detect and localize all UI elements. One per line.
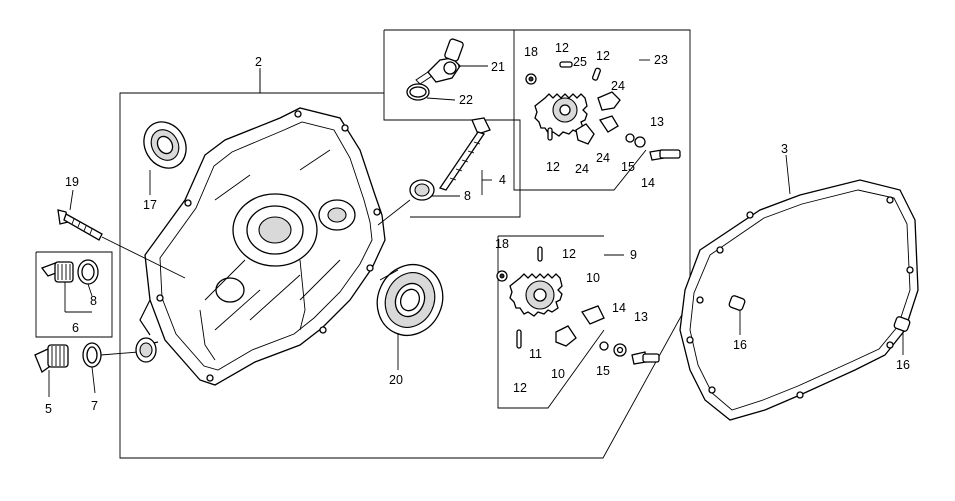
governor-assembly-9 xyxy=(496,246,660,365)
callout-5: 5 xyxy=(45,402,52,416)
callout-6: 6 xyxy=(72,321,79,335)
callout-16-left: 16 xyxy=(733,338,747,352)
callout-4: 4 xyxy=(499,173,506,187)
ball-bearing-20 xyxy=(376,264,444,336)
callout-14-upper: 14 xyxy=(641,176,655,190)
callout-23: 23 xyxy=(654,53,668,67)
oil-filler-plug-5 xyxy=(34,337,157,374)
callout-22: 22 xyxy=(459,93,473,107)
callout-13-lower: 13 xyxy=(634,310,648,324)
callout-10-upper: 10 xyxy=(586,271,600,285)
callout-17: 17 xyxy=(143,198,157,212)
callout-24-a: 24 xyxy=(611,79,625,93)
callout-16-right: 16 xyxy=(896,358,910,372)
callout-3: 3 xyxy=(781,142,788,156)
callout-8-drain: 8 xyxy=(90,294,97,308)
oil-seal-17 xyxy=(143,121,187,169)
callout-25: 25 xyxy=(573,55,587,69)
callout-12-a: 12 xyxy=(555,41,569,55)
governor-assembly-23 xyxy=(525,61,681,161)
gasket-3 xyxy=(679,179,919,421)
callout-9: 9 xyxy=(630,248,637,262)
callout-12-e: 12 xyxy=(513,381,527,395)
callout-7: 7 xyxy=(91,399,98,413)
callout-8-dipstick: 8 xyxy=(464,189,471,203)
oil-level-switch-21 xyxy=(406,38,464,101)
callout-12-d: 12 xyxy=(562,247,576,261)
dipstick-4 xyxy=(377,117,491,226)
drain-plug-6 xyxy=(40,259,99,285)
dowel-pin-16 xyxy=(728,295,911,332)
callout-11: 11 xyxy=(529,347,542,361)
callout-12-c: 12 xyxy=(546,160,560,174)
group-boundaries xyxy=(35,29,691,459)
leader-lines xyxy=(48,59,904,397)
callout-labels: 2 3 4 5 6 7 8 8 9 10 10 11 12 12 12 12 1… xyxy=(45,41,910,416)
callout-24-c: 24 xyxy=(575,162,589,176)
callout-15-lower: 15 xyxy=(596,364,610,378)
callout-10-lower: 10 xyxy=(551,367,565,381)
callout-19: 19 xyxy=(65,175,79,189)
callout-2: 2 xyxy=(255,55,262,69)
callout-24-b: 24 xyxy=(596,151,610,165)
callout-13-upper: 13 xyxy=(650,115,664,129)
crankcase-cover xyxy=(139,107,386,386)
callout-18-lower: 18 xyxy=(495,237,509,251)
callout-15-upper: 15 xyxy=(621,160,635,174)
callout-14-lower: 14 xyxy=(612,301,626,315)
callout-20: 20 xyxy=(389,373,403,387)
callout-18-upper: 18 xyxy=(524,45,538,59)
callout-12-b: 12 xyxy=(596,49,610,63)
flange-bolt-19 xyxy=(57,209,186,279)
callout-21: 21 xyxy=(491,60,505,74)
